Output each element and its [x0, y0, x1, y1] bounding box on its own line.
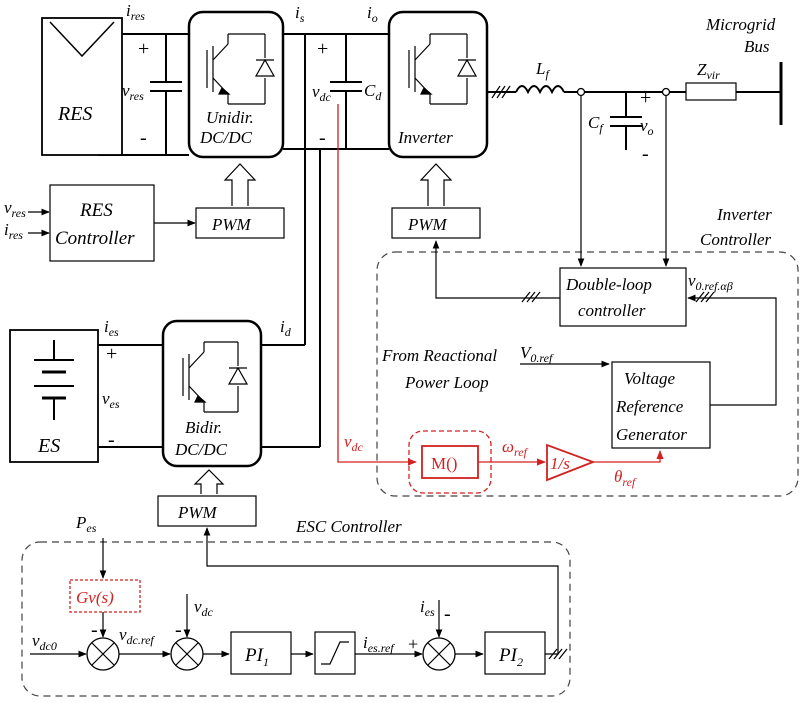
inverter-label: Inverter	[397, 128, 453, 147]
switch-icon	[408, 33, 478, 105]
i-d-label: id	[280, 317, 292, 339]
i-res-label: ires	[126, 1, 145, 23]
vref-generator-label: Voltage	[624, 369, 675, 388]
hollow-arrow-icon	[193, 469, 225, 494]
minus-sign: -	[140, 127, 147, 149]
omega-ref-label: ωref	[502, 437, 529, 459]
switch-icon	[182, 341, 249, 413]
v-res-label: vres	[122, 81, 144, 103]
v-res-in-label: vres	[4, 198, 26, 220]
inverter-controller: Inverter Controller Double-loop controll…	[376, 96, 799, 497]
pwm-blocks: PWM PWM PWM	[157, 163, 481, 527]
theta-ref-label: θref	[614, 467, 637, 489]
esc-controller-label: ESC Controller	[295, 517, 402, 536]
i-res-in-label: ires	[4, 220, 23, 242]
i-o-label: io	[367, 3, 378, 25]
i-es-label: ies	[104, 317, 119, 339]
integrator-label: 1/s	[550, 454, 570, 473]
es-battery: ES	[9, 329, 99, 463]
inverter-controller-label: Inverter	[716, 205, 772, 224]
inverter-block: Inverter	[387, 10, 489, 159]
inverter-controller-label: Controller	[700, 230, 772, 249]
plus-sign: +	[138, 38, 149, 60]
minus-sign: -	[91, 619, 98, 641]
from-reactional-label: From Reactional	[381, 346, 497, 365]
v0-ref-ab-label: v0.ref.αβ	[688, 271, 733, 293]
polarity-signs: + - + - + - + - - - - +	[91, 38, 651, 654]
res-source: RES	[41, 17, 123, 156]
minus-sign: -	[108, 429, 115, 451]
microgrid-label: Microgrid	[705, 15, 776, 34]
v-dc0-label: vdc0	[32, 631, 57, 653]
c-d-label: Cd	[364, 81, 382, 103]
from-reactional-label: Power Loop	[404, 373, 489, 392]
pwm-label: PWM	[407, 215, 448, 234]
vref-generator-label: Reference	[615, 397, 684, 416]
minus-sign: -	[175, 619, 182, 641]
power-wires	[97, 18, 783, 448]
bus-label: Bus	[744, 37, 770, 56]
hollow-arrow-icon	[419, 163, 453, 206]
hollow-arrow-icon	[223, 163, 257, 206]
minus-sign: -	[642, 143, 649, 165]
z-vir-label: Zvir	[697, 60, 720, 82]
res-controller: RES Controller	[28, 184, 196, 262]
i-es-esc-label: ies	[420, 597, 435, 619]
switch-icon	[206, 33, 276, 105]
plus-sign: +	[640, 87, 651, 109]
esc-controller: ESC Controller Gv(s) PI1 PI2	[21, 517, 571, 697]
plus-sign: +	[106, 343, 117, 365]
v0-ref-label: V0.ref	[520, 343, 554, 365]
m-block-label: M()	[431, 454, 457, 473]
pwm-label: PWM	[211, 215, 252, 234]
plus-sign: +	[317, 38, 328, 60]
bidir-dcdc-converter: Bidir. DC/DC	[161, 319, 263, 468]
bidir-label: Bidir.	[185, 418, 222, 437]
res-controller-label: Controller	[55, 228, 135, 249]
c-f-label: Cf	[588, 113, 604, 135]
double-loop-label: Double-loop	[565, 275, 652, 294]
v-es-label: ves	[102, 389, 120, 411]
unidir-dcdc-converter: Unidir. DC/DC	[187, 10, 285, 159]
v-dc-esc-label: vdc	[194, 597, 214, 619]
v-dc-label: vdc	[312, 82, 332, 104]
saturation-icon	[321, 641, 349, 665]
double-loop-label: controller	[578, 301, 646, 320]
v-dc-red-label: vdc	[344, 432, 364, 454]
unidir-label: Unidir.	[206, 108, 254, 127]
es-label: ES	[37, 435, 60, 457]
frequency-path: M() 1/s	[337, 104, 664, 494]
l-f-label: Lf	[535, 59, 550, 81]
pwm-label: PWM	[177, 503, 218, 522]
plus-sign: +	[408, 634, 418, 654]
p-es-label: Pes	[75, 513, 97, 535]
minus-sign: -	[319, 127, 326, 149]
res-controller-label: RES	[79, 200, 113, 221]
v-dc-ref-label: vdc.ref	[119, 625, 155, 647]
gv-block-label: Gv(s)	[76, 588, 114, 607]
minus-sign: -	[444, 603, 451, 625]
unidir-dcdc-label: DC/DC	[199, 128, 253, 147]
v-o-label: vo	[640, 116, 654, 138]
res-label: RES	[57, 103, 92, 125]
i-es-ref-label: ies.ref	[363, 633, 395, 655]
bidir-dcdc-label: DC/DC	[174, 440, 228, 459]
i-s-label: is	[295, 3, 305, 25]
vref-generator-label: Generator	[616, 425, 687, 444]
